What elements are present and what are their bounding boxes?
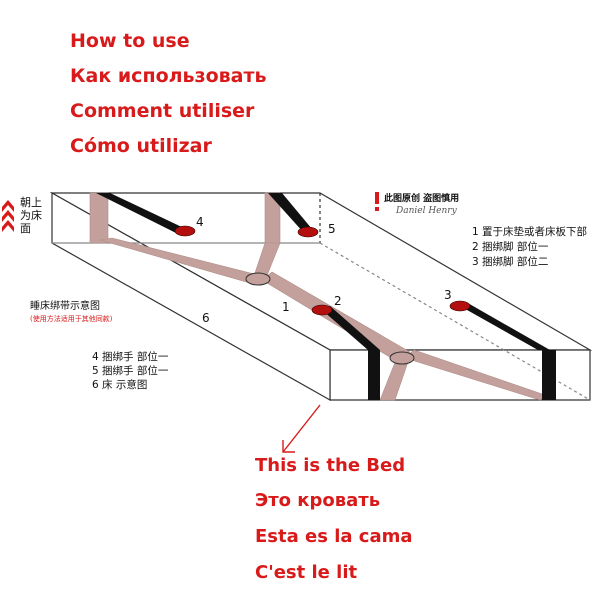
heading-russian: Как использовать bbox=[70, 65, 267, 87]
face-up-label-line1: 朝上 bbox=[20, 196, 42, 209]
legend-left-3: 6 床 示意图 bbox=[92, 379, 148, 391]
marker-3: 3 bbox=[444, 288, 452, 302]
bed-label-french: C'est le lit bbox=[255, 562, 358, 583]
face-up-label-line3: 面 bbox=[20, 222, 31, 235]
center-ring-2 bbox=[389, 351, 415, 365]
legend-right-1: 1 置于床垫或者床板下部 bbox=[472, 226, 588, 238]
bed-label-spanish: Esta es la cama bbox=[255, 526, 413, 547]
legend-left-1: 4 捆绑手 部位一 bbox=[92, 351, 169, 363]
red-cuffs bbox=[174, 225, 471, 316]
marker-1: 1 bbox=[282, 300, 290, 314]
exclamation-icon bbox=[375, 192, 379, 211]
legend-right-2: 2 捆绑脚 部位一 bbox=[472, 241, 549, 253]
legend-right-3: 3 捆绑脚 部位二 bbox=[472, 256, 549, 268]
heading-spanish: Cómo utilizar bbox=[70, 135, 212, 157]
heading-english: How to use bbox=[70, 30, 190, 52]
chevron-up-icon bbox=[2, 200, 14, 232]
marker-4: 4 bbox=[196, 215, 204, 229]
signature: Daniel Henry bbox=[396, 206, 457, 216]
bed-label-russian: Это кровать bbox=[255, 490, 381, 511]
diagram-title: 睡床绑带示意图 bbox=[30, 301, 100, 312]
marker-2: 2 bbox=[334, 294, 342, 308]
marker-5: 5 bbox=[328, 222, 336, 236]
center-ring-1 bbox=[245, 272, 271, 286]
copyright-notice: 此图原创 盗图慎用 bbox=[384, 194, 460, 204]
heading-french: Comment utiliser bbox=[70, 100, 255, 122]
bed-label-english: This is the Bed bbox=[255, 455, 406, 476]
legend-left-2: 5 捆绑手 部位一 bbox=[92, 365, 169, 377]
diagram-subtitle: (使用方法适用于其他同款) bbox=[30, 315, 113, 323]
marker-6: 6 bbox=[202, 311, 210, 325]
black-straps bbox=[96, 193, 556, 400]
under-bed-straps bbox=[89, 192, 546, 401]
arrow-down-left-icon bbox=[282, 404, 321, 453]
face-up-label-line2: 为床 bbox=[20, 209, 42, 222]
